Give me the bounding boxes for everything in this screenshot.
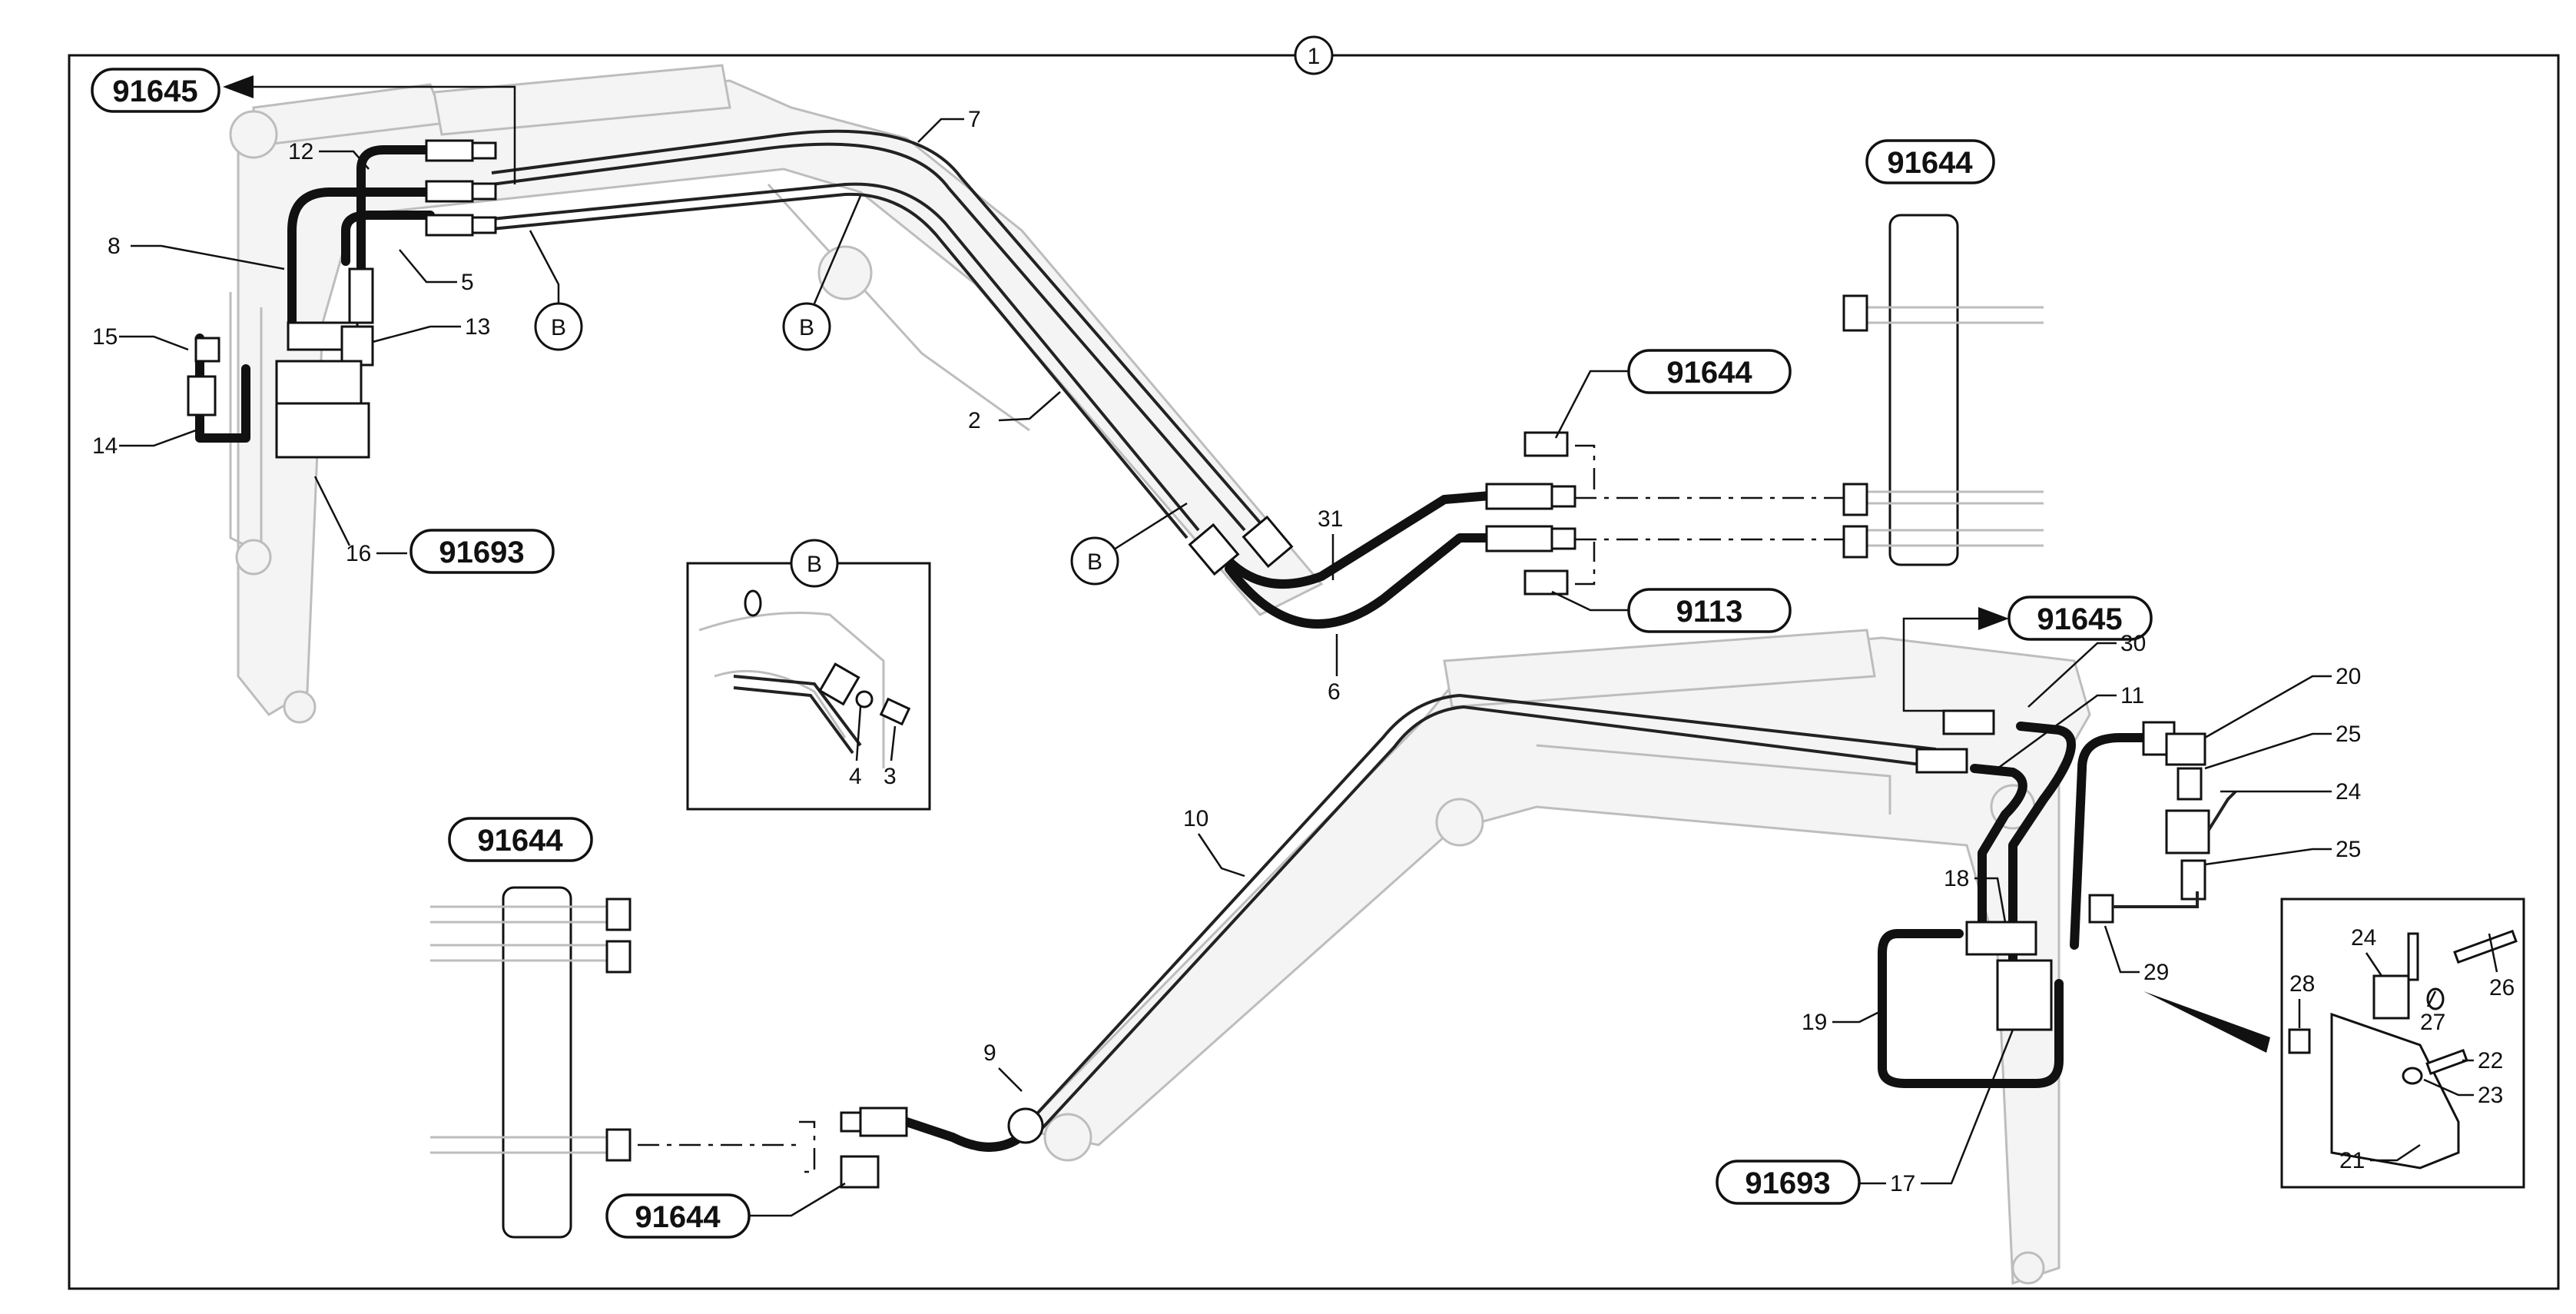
ref-91645-top: 91645 — [91, 68, 516, 184]
part-13: 13 — [465, 314, 490, 340]
ref-code-91644-bottom: 91644 — [635, 1200, 721, 1234]
detail-b-callouts: B B B B — [529, 195, 1188, 588]
part-27: 27 — [2420, 1010, 2445, 1035]
sheet-number-circle — [1294, 35, 1334, 75]
part-14: 14 — [92, 433, 118, 459]
part-26: 26 — [2489, 975, 2515, 1000]
diagram-frame — [68, 54, 2560, 1290]
part-2: 2 — [968, 408, 981, 433]
ref-code-91645-top: 91645 — [112, 75, 197, 108]
detail-b-label-2: B — [799, 315, 814, 340]
part-25-upper: 25 — [2336, 722, 2361, 747]
lower-clamp-strip — [430, 886, 816, 1239]
ref-code-91645-right: 91645 — [2037, 602, 2122, 636]
part-20: 20 — [2336, 664, 2361, 689]
part-19: 19 — [1802, 1010, 1827, 1035]
part-31: 31 — [1318, 506, 1343, 532]
ref-91644-mid: 91644 — [1554, 349, 1792, 439]
ref-code-91693-bottom-right: 91693 — [1745, 1166, 1830, 1200]
part-22: 22 — [2478, 1048, 2503, 1073]
part-10: 10 — [1183, 806, 1208, 831]
part-17: 17 — [1890, 1171, 1915, 1196]
part-6: 6 — [1328, 679, 1341, 705]
upper-boom-tubes — [491, 129, 1261, 539]
ref-91644-bottom-left: 91644 — [448, 817, 593, 862]
part-29: 29 — [2143, 960, 2169, 985]
lower-boom-tubes — [1028, 693, 1937, 1131]
bracket-detail-inset — [2143, 898, 2525, 1189]
part-9: 9 — [983, 1040, 996, 1066]
sheet-number: 1 — [1308, 44, 1321, 69]
part-24-inset: 24 — [2351, 925, 2376, 951]
ref-91693-bottom-right: 91693 — [1716, 1160, 1861, 1205]
upper-link-lines — [1575, 444, 1844, 586]
lower-boom-ghost — [1019, 629, 2091, 1286]
ref-9113: 9113 — [1551, 588, 1792, 633]
part-3: 3 — [884, 764, 897, 789]
detail-b-label-1: B — [551, 315, 566, 340]
part-28: 28 — [2289, 971, 2315, 997]
part-4: 4 — [849, 764, 862, 789]
part-15: 15 — [92, 324, 118, 350]
upper-clamp-strip — [1842, 214, 2044, 566]
part-8: 8 — [108, 234, 121, 259]
ref-91693-left: 91693 — [409, 529, 555, 574]
part-5: 5 — [461, 270, 474, 295]
ref-code-91644-top-right: 91644 — [1887, 146, 1973, 180]
detail-b-label-4: B — [807, 552, 822, 577]
part-25-lower: 25 — [2336, 837, 2361, 862]
ref-code-91644-mid: 91644 — [1666, 356, 1752, 390]
upper-boom-ghost — [229, 64, 1324, 724]
ref-code-91693-left: 91693 — [439, 536, 524, 569]
part-18: 18 — [1944, 866, 1969, 891]
upper-fittings — [187, 139, 1576, 596]
ref-91644-bottom: 91644 — [605, 1182, 846, 1239]
part-12: 12 — [288, 139, 313, 164]
part-23: 23 — [2478, 1083, 2503, 1108]
detail-b-label-3: B — [1087, 549, 1102, 575]
part-30: 30 — [2120, 631, 2146, 656]
ref-91644-top-right: 91644 — [1865, 139, 1995, 184]
part-7: 7 — [968, 107, 981, 132]
detail-b-inset — [686, 562, 931, 811]
lower-fittings — [840, 709, 2237, 1189]
part-24-main: 24 — [2336, 779, 2361, 805]
ref-code-9113: 9113 — [1676, 595, 1743, 629]
ref-code-91644-bottom-left: 91644 — [477, 824, 563, 858]
lower-hoses — [902, 722, 2148, 1152]
part-callouts: 2 3 4 5 6 7 8 9 10 11 12 13 14 15 16 17 — [92, 107, 2515, 1196]
part-21: 21 — [2339, 1148, 2365, 1173]
part-11: 11 — [2120, 683, 2144, 708]
ref-91645-right: 91645 — [1902, 596, 2153, 712]
